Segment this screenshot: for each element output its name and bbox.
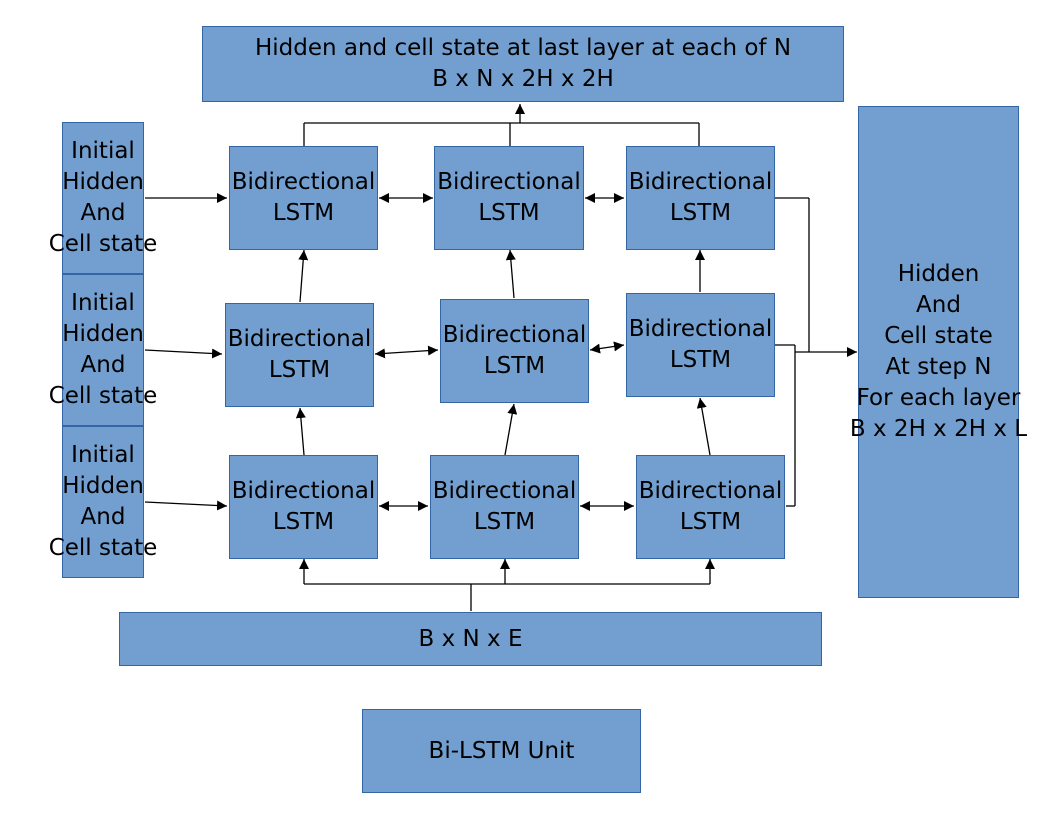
lstm-cell-label: Bidirectional LSTM	[227, 326, 372, 383]
output-shape: B x N x 2H x 2H	[432, 66, 614, 92]
output-title: Hidden and cell state at last layer at e…	[254, 35, 792, 61]
initial-state-label: Initial Hidden And Cell state	[48, 442, 158, 561]
lstm-cell: Bidirectional LSTM	[626, 146, 775, 250]
lstm-cell: Bidirectional LSTM	[434, 146, 584, 250]
arrow-init-bottom	[144, 500, 228, 511]
arrow-up	[505, 249, 516, 299]
lstm-cell-label: Bidirectional LSTM	[231, 478, 376, 535]
input-label: B x N x E	[418, 625, 523, 652]
legend-box: Bi-LSTM Unit	[362, 709, 641, 793]
arrow-up	[295, 407, 306, 456]
lstm-cell-label: Bidirectional LSTM	[231, 169, 376, 226]
legend-label: Bi-LSTM Unit	[428, 737, 575, 764]
arrow-bidir	[589, 341, 625, 354]
initial-state-box: Initial Hidden And Cell state	[49, 426, 157, 578]
arrow-up	[696, 397, 711, 456]
final-state-box: Hidden And Cell state At step N For each…	[850, 106, 1027, 598]
initial-state-box: Initial Hidden And Cell state	[49, 122, 157, 274]
lstm-cell: Bidirectional LSTM	[229, 146, 378, 250]
final-state-label: Hidden And Cell state At step N For each…	[849, 261, 1028, 442]
arrow-up	[504, 403, 518, 456]
input-box: B x N x E	[119, 612, 822, 666]
lstm-cell: Bidirectional LSTM	[229, 455, 378, 559]
initial-state-label: Initial Hidden And Cell state	[48, 290, 158, 409]
lstm-cell: Bidirectional LSTM	[430, 455, 579, 559]
lstm-cell-label: Bidirectional LSTM	[432, 478, 577, 535]
lstm-cell-label: Bidirectional LSTM	[628, 316, 773, 373]
arrow-up	[298, 249, 309, 303]
lstm-cell: Bidirectional LSTM	[440, 299, 589, 403]
initial-state-label: Initial Hidden And Cell state	[48, 138, 158, 257]
lstm-cell-label: Bidirectional LSTM	[628, 169, 773, 226]
arrow-bidir	[374, 345, 439, 359]
lstm-cell-label: Bidirectional LSTM	[638, 478, 783, 535]
lstm-cell: Bidirectional LSTM	[225, 303, 374, 407]
lstm-cell-label: Bidirectional LSTM	[437, 169, 581, 226]
lstm-cell: Bidirectional LSTM	[636, 455, 785, 559]
arrow-init-middle	[144, 348, 223, 359]
output-box: Hidden and cell state at last layer at e…	[202, 26, 844, 102]
lstm-cell-label: Bidirectional LSTM	[442, 322, 587, 379]
initial-state-box: Initial Hidden And Cell state	[49, 274, 157, 426]
lstm-cell: Bidirectional LSTM	[626, 293, 775, 397]
